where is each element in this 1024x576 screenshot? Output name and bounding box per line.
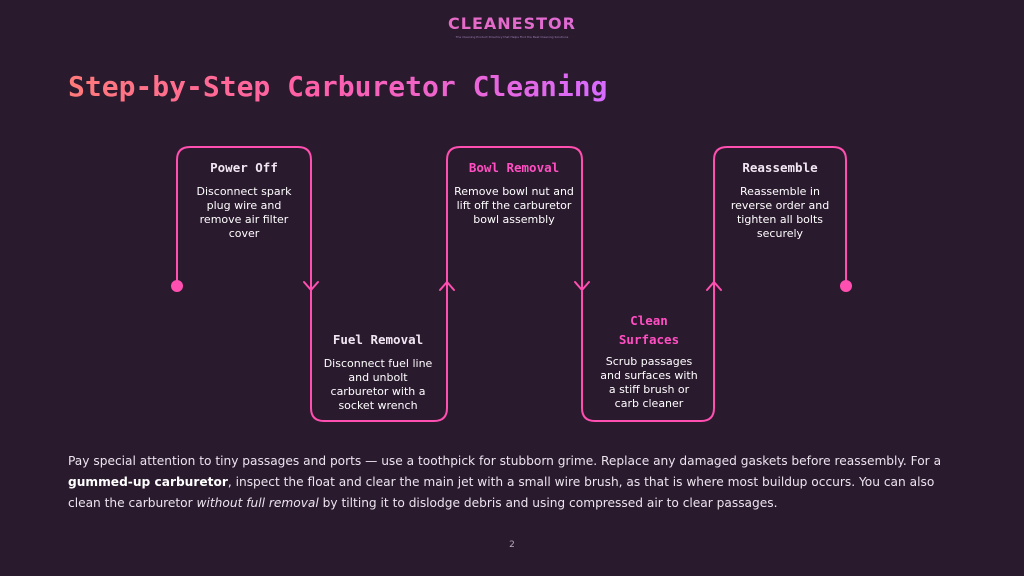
process-path-line xyxy=(176,146,847,422)
step-description: Remove bowl nut and lift off the carbure… xyxy=(454,185,574,226)
page-title: Step-by-Step Carburetor Cleaning xyxy=(68,70,608,103)
body-bold-term: gummed-up carburetor xyxy=(68,475,228,489)
body-text-part: Pay special attention to tiny passages a… xyxy=(68,454,942,468)
step-description: Scrub passages and surfaces with a stiff… xyxy=(600,355,698,410)
step-reassemble: Reassemble Reassemble in reverse order a… xyxy=(720,158,840,241)
step-bowl-removal: Bowl Removal Remove bowl nut and lift of… xyxy=(454,158,574,227)
body-paragraph: Pay special attention to tiny passages a… xyxy=(68,451,958,514)
step-title: Reassemble xyxy=(742,160,818,175)
brand-name: CLEANESTOR xyxy=(0,14,1024,34)
step-title: Power Off xyxy=(210,160,278,175)
arrow-down-icon xyxy=(574,281,590,291)
step-power-off: Power Off Disconnect spark plug wire and… xyxy=(184,158,304,241)
brand-logo: CLEANESTOR The Cleaning Product Director… xyxy=(0,14,1024,40)
arrow-down-icon xyxy=(303,281,319,291)
step-description: Disconnect spark plug wire and remove ai… xyxy=(196,185,292,240)
body-italic-term: without full removal xyxy=(196,496,319,510)
body-text-part: , inspect the float and clear the main j… xyxy=(68,475,935,510)
step-fuel-removal: Fuel Removal Disconnect fuel line and un… xyxy=(318,330,438,413)
step-title: Bowl Removal xyxy=(468,160,560,175)
step-clean-surfaces: Clean Surfaces Scrub passages and surfac… xyxy=(599,311,699,411)
arrow-up-icon xyxy=(706,281,722,291)
brand-tagline: The Cleaning Product Directory that Help… xyxy=(455,35,569,39)
step-title: Fuel Removal xyxy=(332,332,424,347)
path-end-dot xyxy=(840,280,852,292)
step-description: Disconnect fuel line and unbolt carburet… xyxy=(323,357,433,412)
path-start-dot xyxy=(171,280,183,292)
step-title: Clean Surfaces xyxy=(618,313,680,347)
arrow-up-icon xyxy=(439,281,455,291)
page-number: 2 xyxy=(509,540,515,550)
step-description: Reassemble in reverse order and tighten … xyxy=(730,185,830,240)
body-text-part: by tilting it to dislodge debris and usi… xyxy=(318,496,778,510)
